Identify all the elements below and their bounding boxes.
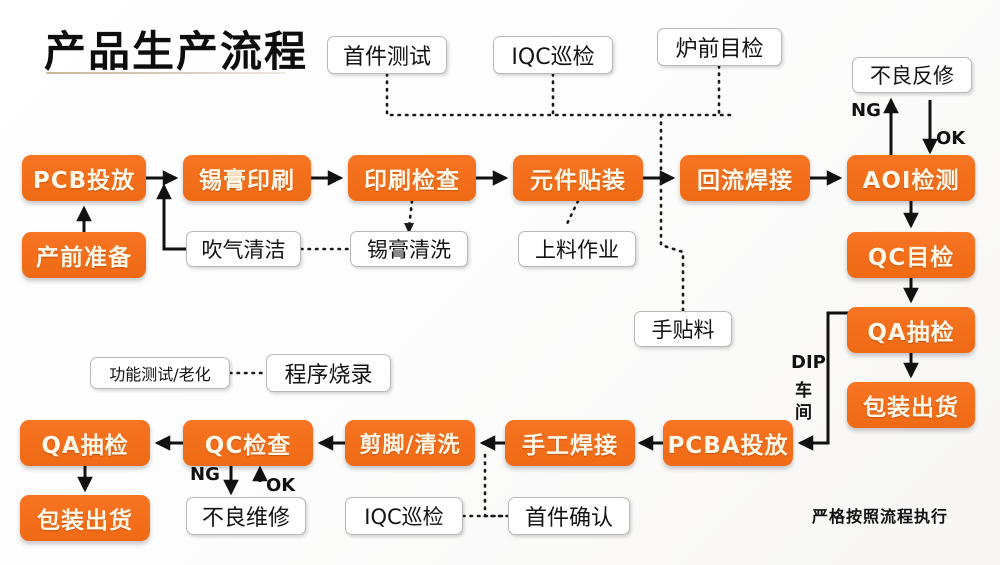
node-pcba-feed[interactable]: PCBA投放 [663,420,793,466]
note-label: 不良反修 [870,64,954,88]
node-label: 包装出货 [37,508,133,534]
note-label: 功能测试/老化 [109,365,211,384]
note-label: 首件确认 [524,506,613,531]
note-label: 锡膏清洗 [367,238,451,262]
note-program-burn[interactable]: 程序烧录 [266,354,391,392]
node-qc-visual[interactable]: QC目检 [847,232,975,278]
node-label: 锡膏印刷 [199,168,295,194]
node-aoi[interactable]: AOI检测 [847,155,975,201]
node-label: 印刷检查 [364,168,460,194]
note-label: 手贴料 [651,318,715,342]
node-qc-check[interactable]: QC检查 [183,420,313,466]
note-air-blow-clean[interactable]: 吹气清洁 [186,231,301,267]
note-defect-rework[interactable]: 不良反修 [852,57,972,93]
node-print-inspect[interactable]: 印刷检查 [348,155,476,201]
node-prep[interactable]: 产前准备 [22,232,146,278]
note-label: 不良维修 [201,506,290,531]
note-label: 上料作业 [535,238,619,262]
node-label: 元件贴装 [530,168,626,194]
edge-label-aoi-ok: OK [936,128,966,149]
note-label: IQC巡检 [511,45,595,70]
node-pcb-feed[interactable]: PCB投放 [22,155,146,201]
note-first-article-test[interactable]: 首件测试 [327,36,447,74]
note-func-test-burnin[interactable]: 功能测试/老化 [90,357,230,389]
node-hand-solder[interactable]: 手工焊接 [505,420,635,466]
node-label: QA抽检 [41,433,129,459]
note-hand-place-parts[interactable]: 手贴料 [634,311,732,347]
node-pack-ship-smt[interactable]: 包装出货 [847,382,975,428]
node-label: 手工焊接 [522,433,618,459]
note-pre-oven-visual[interactable]: 炉前目检 [657,28,782,66]
page-title: 产品生产流程 [44,27,309,76]
note-label: 吹气清洁 [201,238,286,262]
node-label: 剪脚/清洗 [359,433,461,458]
node-label: 产前准备 [36,245,132,271]
note-solder-paste-clean[interactable]: 锡膏清洗 [350,231,468,267]
note-feeder-loading[interactable]: 上料作业 [518,231,636,267]
edge-label-qc-ok: OK [266,475,296,496]
node-label: PCBA投放 [667,433,789,459]
node-label: QC目检 [867,245,955,271]
node-label: 回流焊接 [697,168,793,194]
note-defect-repair[interactable]: 不良维修 [186,497,306,535]
note-label: 炉前目检 [675,37,764,62]
note-iqc-patrol-top[interactable]: IQC巡检 [493,36,613,74]
node-qa-sample-dip[interactable]: QA抽检 [20,420,150,466]
title-underline [46,72,286,74]
node-label: QA抽检 [867,320,955,346]
footnote: 严格按照流程执行 [812,507,949,526]
node-label: QC检查 [204,433,292,459]
node-qa-sample-smt[interactable]: QA抽检 [847,307,975,353]
note-first-article-conf[interactable]: 首件确认 [508,497,630,535]
node-solder-print[interactable]: 锡膏印刷 [183,155,311,201]
note-iqc-patrol-bottom[interactable]: IQC巡检 [345,497,463,535]
node-pack-ship-dip[interactable]: 包装出货 [20,495,150,541]
note-label: 程序烧录 [284,363,373,388]
node-label: PCB投放 [32,168,136,194]
node-smt-mount[interactable]: 元件贴装 [513,155,643,201]
edge-label-qc-ng: NG [190,464,220,485]
node-cut-clean[interactable]: 剪脚/清洗 [345,420,475,466]
edge-label-dip-workshop: DIP [791,352,826,373]
node-reflow[interactable]: 回流焊接 [680,155,810,201]
note-label: IQC巡检 [364,505,444,529]
note-label: 首件测试 [342,45,431,70]
node-label: 包装出货 [863,395,959,421]
edge-label-dip-workshop-line3: 间 [795,403,812,423]
edge-label-dip-workshop-line2: 车 [795,381,812,401]
node-label: AOI检测 [862,168,960,194]
edge-label-aoi-ng: NG [851,100,881,121]
